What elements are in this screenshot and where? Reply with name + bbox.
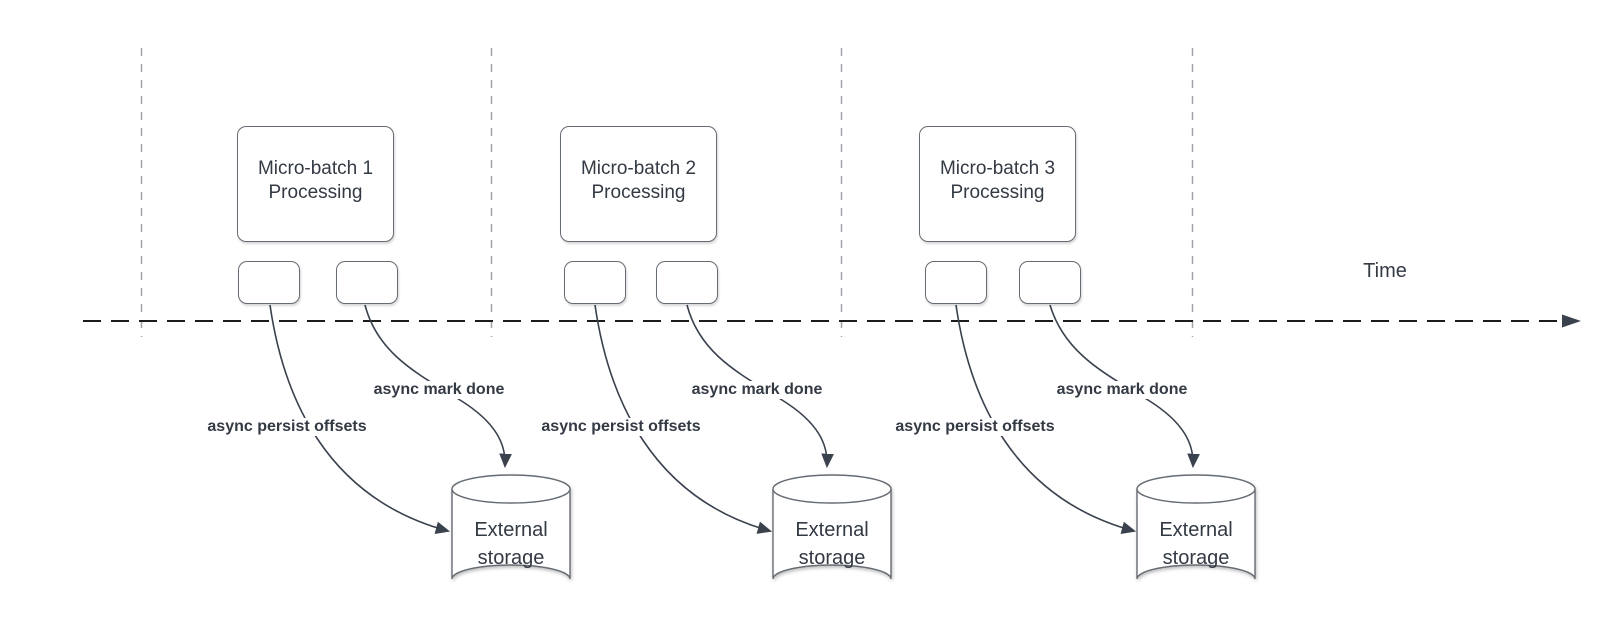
mark-done-edge-label-3: async mark done — [1053, 381, 1191, 399]
external-storage-label-3: External storage — [1159, 519, 1233, 569]
microbatch-2-processing-box: Micro-batch 2 Processing — [560, 126, 717, 242]
mark-done-edge-label-2: async mark done — [688, 381, 826, 399]
persist-offsets-source-box-3 — [925, 261, 987, 304]
mark-done-edge-label-1: async mark done — [370, 381, 508, 399]
persist-offsets-source-box-1 — [238, 261, 300, 304]
persist-offsets-source-box-2 — [564, 261, 626, 304]
external-storage-cylinder-3 — [1136, 474, 1256, 580]
microbatch-1-processing-label: Micro-batch 1 Processing — [257, 158, 374, 203]
external-storage-label-1: External storage — [474, 519, 548, 569]
persist-offsets-edge-label-1: async persist offsets — [204, 418, 370, 436]
microbatch-3-processing-label: Micro-batch 3 Processing — [939, 158, 1056, 203]
time-axis-arrow — [83, 314, 1581, 328]
persist-offsets-arrow-2 — [594, 304, 773, 534]
time-axis-arrowhead-icon — [1562, 314, 1581, 328]
external-storage-label-2: External storage — [795, 519, 869, 569]
persist-offsets-arrow-1 — [269, 304, 451, 534]
persist-offsets-arrow-3 — [955, 304, 1137, 534]
microbatch-1-processing-box: Micro-batch 1 Processing — [237, 126, 394, 242]
mark-done-source-box-1 — [336, 261, 398, 304]
time-axis-label: Time — [1363, 260, 1407, 282]
mark-done-source-box-3 — [1019, 261, 1081, 304]
mark-done-source-box-2 — [656, 261, 718, 304]
persist-offsets-edge-label-2: async persist offsets — [538, 418, 704, 436]
external-storage-cylinder-2 — [772, 474, 892, 580]
microbatch-2-processing-label: Micro-batch 2 Processing — [580, 158, 697, 203]
external-storage-cylinder-1 — [451, 474, 571, 580]
microbatch-3-processing-box: Micro-batch 3 Processing — [919, 126, 1076, 242]
persist-offsets-edge-label-3: async persist offsets — [892, 418, 1058, 436]
